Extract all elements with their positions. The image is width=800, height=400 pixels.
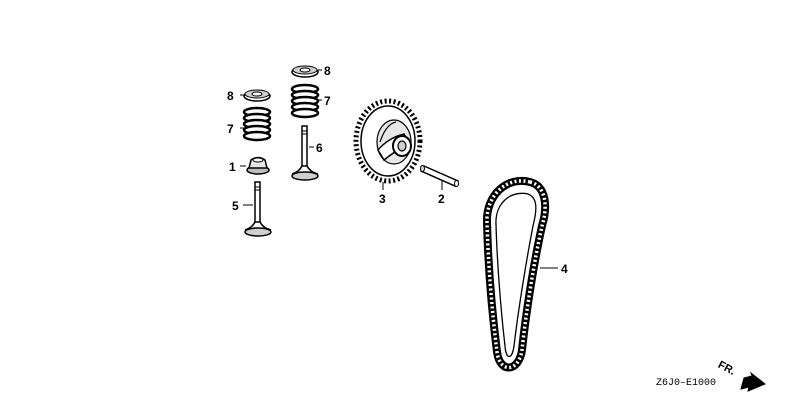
callout-1: 1 [229,160,236,174]
exhaust-valve [291,125,319,181]
diagram-code: Z6J0–E1000 [656,378,716,389]
callout-8b: 8 [324,64,331,78]
valve-spring-right [290,83,320,119]
intake-valve [244,181,272,237]
valve-stem-seal [246,156,270,175]
timing-belt [482,176,550,372]
camshaft-gear [353,98,423,184]
valve-spring-left [242,106,272,142]
callout-7a: 7 [227,122,234,136]
callout-7b: 7 [324,94,331,108]
callout-4: 4 [561,262,568,276]
spring-retainer-right [291,65,319,78]
callout-2: 2 [438,192,445,206]
callout-8a: 8 [227,89,234,103]
spring-retainer-left [243,89,271,102]
camshaft-pin [419,165,460,187]
callout-5: 5 [232,199,239,213]
front-direction-label: FR. [716,359,737,378]
callout-3: 3 [379,192,386,206]
callout-6: 6 [316,141,323,155]
front-direction-arrow: FR. [716,359,766,392]
